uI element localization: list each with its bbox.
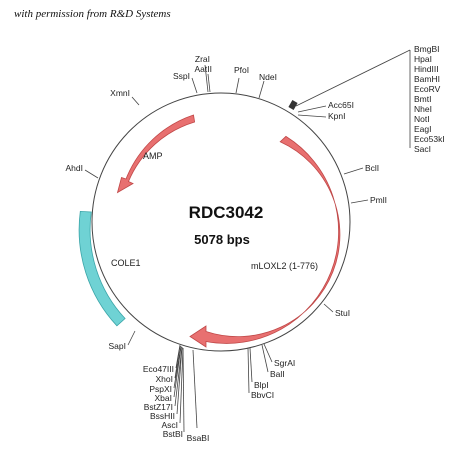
site-label-xmni: XmnI — [110, 88, 130, 98]
site-label-stui: StuI — [335, 308, 350, 318]
mloxl2-arrow — [189, 135, 341, 348]
amp-arrow — [116, 114, 196, 194]
site-label-pfoi: PfoI — [234, 65, 249, 75]
plasmid-backbone — [91, 92, 351, 352]
permission-caption: with permission from R&D Systems — [14, 8, 171, 20]
site-ticks — [84, 49, 411, 433]
site-label-blpi: BlpI — [254, 380, 269, 390]
mcs-site-list: BmgBI HpaI HindIII BamHI EcoRV BmtI NheI… — [414, 44, 445, 154]
plasmid-name: RDC3042 — [189, 203, 264, 222]
site-labels: Acc65I KpnI BclI PmlI StuI SgrAI BalI Bl… — [66, 54, 388, 443]
site-label-ecorv: EcoRV — [414, 84, 441, 94]
site-label-bstbi: BstBI — [163, 429, 183, 439]
site-label-saci: SacI — [414, 144, 431, 154]
site-label-bmti: BmtI — [414, 94, 431, 104]
amp-label: AMP — [143, 151, 163, 161]
site-label-ndei: NdeI — [259, 72, 277, 82]
site-label-sapi: SapI — [109, 341, 127, 351]
site-label-aatii: AatII — [195, 64, 212, 74]
site-label-bali: BalI — [270, 369, 285, 379]
site-label-hindiii: HindIII — [414, 64, 439, 74]
site-label-asci: AscI — [161, 420, 178, 430]
cole1-feature — [78, 210, 126, 327]
site-label-acc65i: Acc65I — [328, 100, 354, 110]
site-label-ahdi: AhdI — [66, 163, 84, 173]
mloxl2-label: mLOXL2 (1-776) — [251, 261, 318, 271]
site-label-bamhi: BamHI — [414, 74, 440, 84]
site-label-bstz17i: BstZ17I — [144, 402, 173, 412]
site-label-eco47iii: Eco47III — [143, 364, 174, 374]
site-label-nhei: NheI — [414, 104, 432, 114]
site-label-bbvci: BbvCI — [251, 390, 274, 400]
site-label-eagi: EagI — [414, 124, 432, 134]
site-label-bsabi: BsaBI — [187, 433, 210, 443]
site-label-pmli: PmlI — [370, 195, 387, 205]
site-label-sspi: SspI — [173, 71, 190, 81]
site-label-xbai: XbaI — [155, 393, 173, 403]
plasmid-size: 5078 bps — [194, 232, 250, 247]
site-label-bcli: BclI — [365, 163, 379, 173]
site-label-bsshii: BssHII — [150, 411, 175, 421]
site-label-zrai: ZraI — [195, 54, 210, 64]
site-label-eco53ki: Eco53kI — [414, 134, 445, 144]
site-label-kpni: KpnI — [328, 111, 346, 121]
site-label-xhoi: XhoI — [156, 374, 174, 384]
cole1-label: COLE1 — [111, 258, 141, 268]
site-label-pspxi: PspXI — [149, 384, 172, 394]
site-label-hpai: HpaI — [414, 54, 432, 64]
site-label-sgrai: SgrAI — [274, 358, 295, 368]
site-label-noti: NotI — [414, 114, 430, 124]
site-label-bmgbi: BmgBI — [414, 44, 440, 54]
mcs-marker — [288, 100, 298, 110]
